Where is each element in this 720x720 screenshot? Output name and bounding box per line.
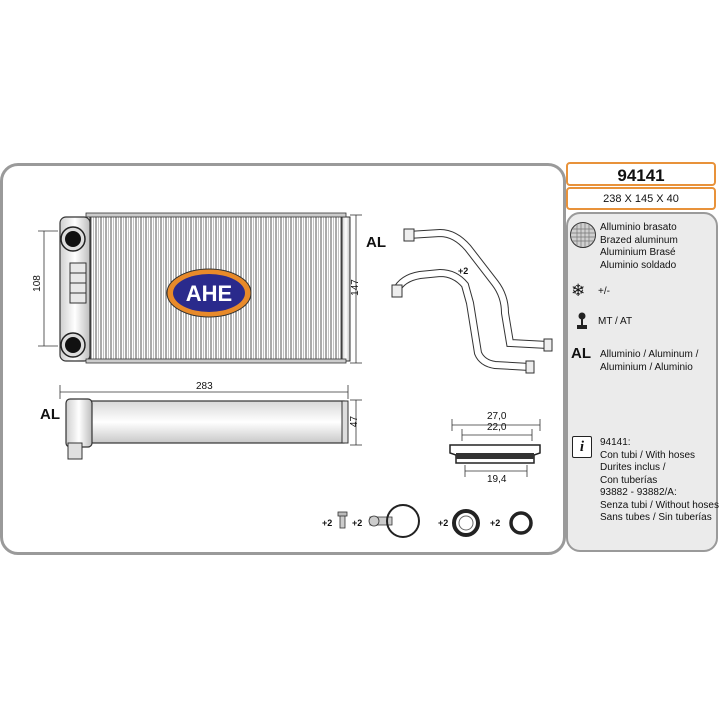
info-panel <box>566 212 718 552</box>
core-side-view <box>65 398 349 460</box>
material-line-4: Aluminio soldado <box>600 259 677 271</box>
accessories-drawing <box>337 504 533 538</box>
dimension-lines <box>38 214 362 446</box>
note-line-1: 94141: <box>600 437 631 448</box>
note-line-3: Durites inclus / <box>600 462 666 473</box>
al-line-2: Aluminium / Aluminio <box>600 361 693 373</box>
hoses-drawing <box>391 228 553 374</box>
dim-height-right: 147 <box>349 279 361 296</box>
hose-qty: +2 <box>458 266 469 276</box>
accessory-qty-bolt: +2 <box>322 518 333 528</box>
al-tag: AL <box>571 345 591 362</box>
dim-height-left: 108 <box>31 275 43 292</box>
seal-dim-top: 27,0 <box>487 411 507 422</box>
part-code: 94141 <box>566 162 716 186</box>
seal-dim-mid: 22,0 <box>487 422 507 433</box>
note-line-2: Con tubi / With hoses <box>600 449 696 461</box>
note-line-7: Sans tubes / Sin tuberías <box>600 512 712 523</box>
brazed-material-icon <box>570 222 596 248</box>
material-line-3: Aluminium Brasé <box>600 247 676 258</box>
al-line-1: Alluminio / Aluminum / <box>600 349 699 360</box>
dim-width: 283 <box>196 381 213 392</box>
note-line-6: Senza tubi / Without hoses / <box>600 499 720 511</box>
dim-depth: 47 <box>349 415 361 428</box>
info-icon: i <box>572 436 592 458</box>
material-line-2: Brazed aluminum <box>600 234 678 246</box>
seal-dim-bottom: 19,4 <box>487 474 507 485</box>
logo-text: AHE <box>186 281 232 306</box>
transmission-label: MT / AT <box>598 316 633 327</box>
snowflake-icon: ❄ <box>571 281 586 300</box>
material-line-1: Alluminio brasato <box>600 222 677 233</box>
gearshift-icon <box>577 312 587 329</box>
heater-core-drawing <box>38 212 553 538</box>
ahe-logo: AHE <box>166 268 252 318</box>
seal-section-drawing <box>449 419 541 477</box>
core-front-view <box>59 212 351 364</box>
accessory-qty-clip: +2 <box>352 518 363 528</box>
note-line-4: Con tuberías <box>600 474 658 486</box>
note-line-5: 93882 - 93882/A: <box>600 487 677 498</box>
ac-label: +/- <box>598 286 610 297</box>
side-material-tag: AL <box>40 406 60 423</box>
accessory-qty-oring-a: +2 <box>438 518 449 528</box>
material-tag: AL <box>366 234 386 251</box>
accessory-qty-oring-b: +2 <box>490 518 501 528</box>
dimensions-label: 238 X 145 X 40 <box>566 187 716 210</box>
